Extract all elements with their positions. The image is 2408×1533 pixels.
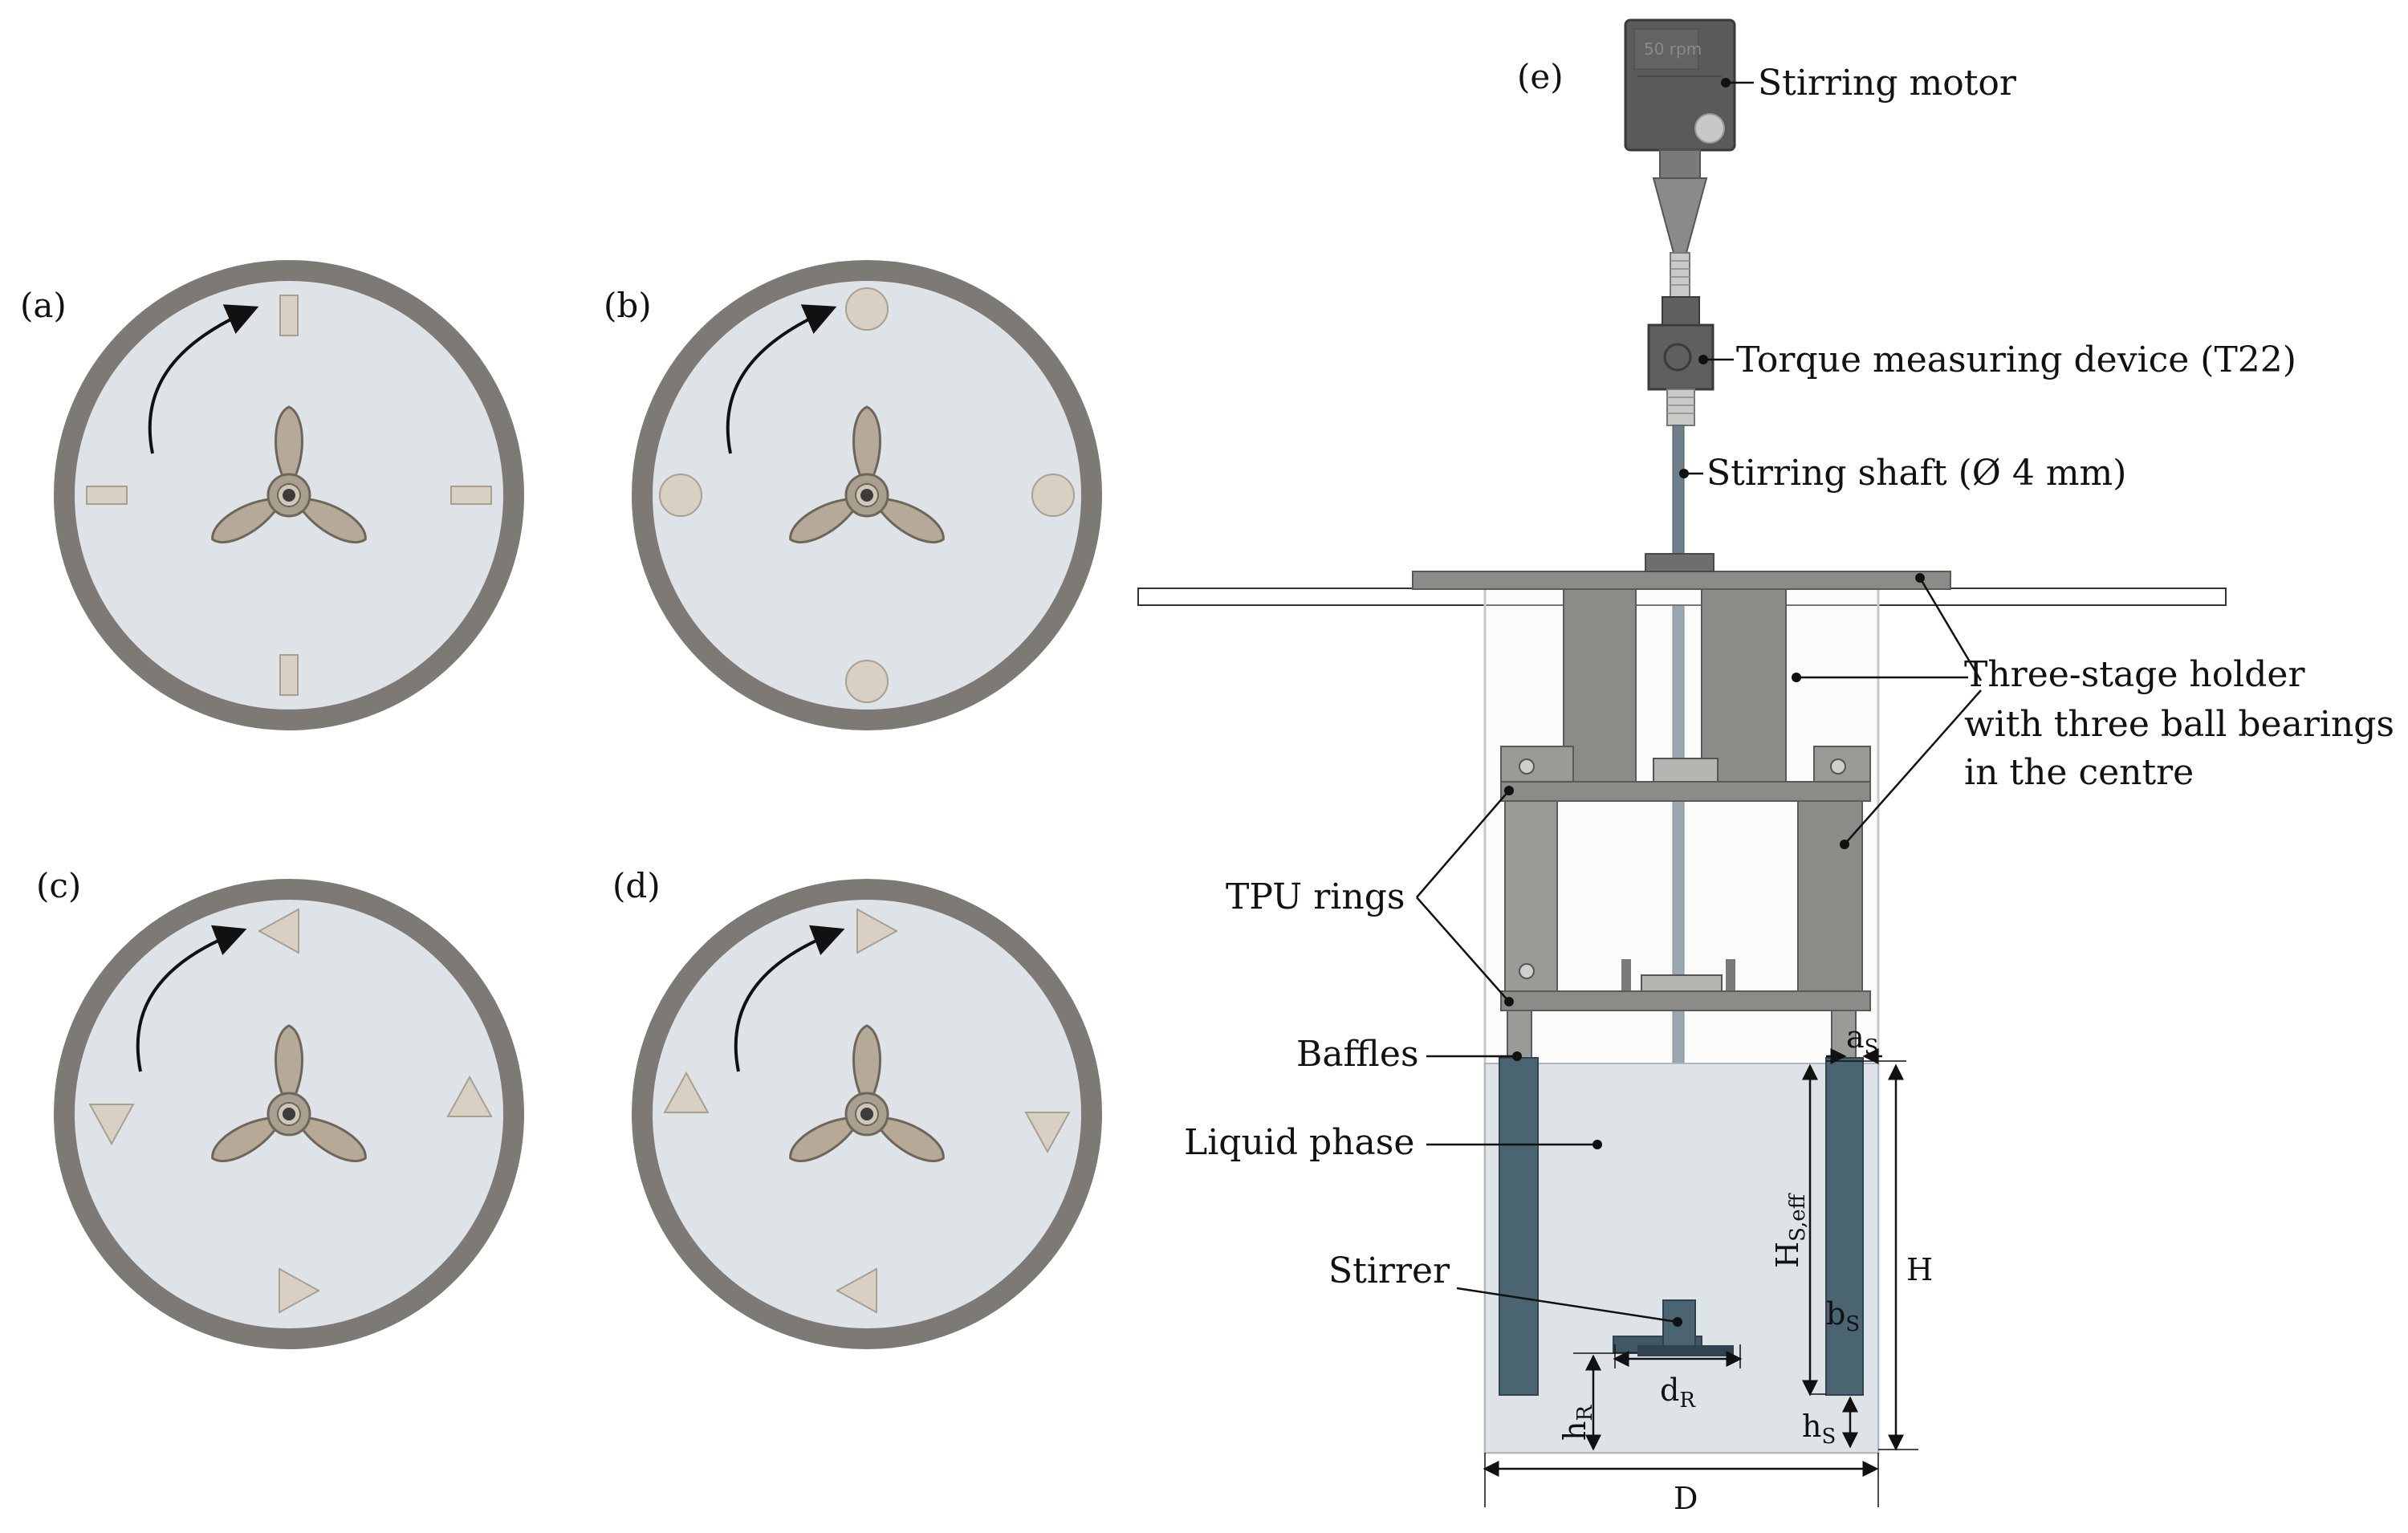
label-holder-line2: with three ball bearings [1964,704,2394,745]
dimension-lines [1483,1048,1918,1507]
leader-lines [1416,81,1983,1324]
panel-label-a: (a) [20,286,67,325]
label-holder-line1: Three-stage holder [1964,654,2305,695]
baffle-d-left [663,1071,710,1113]
panel-a: (a) [20,260,524,730]
label-stirring-shaft: Stirring shaft (Ø 4 mm) [1706,453,2126,494]
motor-display: 50 rpm [1644,39,1702,59]
panel-label-d: (d) [612,866,661,905]
leader-dots [1504,78,1925,1327]
label-baffles: Baffles [1296,1034,1419,1075]
panel-label-e: (e) [1517,57,1564,96]
dim-h-s-eff: HS,eff [1770,1192,1810,1268]
stirrer [1613,1299,1734,1356]
baffle-c-top [257,908,299,954]
label-holder-line3: in the centre [1964,752,2194,793]
torque-measuring-device [1647,252,1714,426]
baffle-c-left [88,1104,135,1146]
panel-label-b: (b) [604,286,652,325]
panel-e: (e) 50 rpm [1137,18,2394,1516]
dim-b-s: bS [1826,1296,1860,1336]
label-torque-device: Torque measuring device (T22) [1736,340,2296,380]
panel-c: (c) [36,866,524,1349]
label-liquid-phase: Liquid phase [1184,1122,1414,1163]
baffle-d-right [1024,1112,1071,1154]
baffle-d-bottom [835,1267,877,1314]
baffle-a-top [279,295,299,336]
baffle-a-bottom [279,654,299,696]
rotation-arrow-d [734,925,845,1072]
baffle-side-left [1499,1057,1539,1396]
rotation-arrow-b [726,304,837,454]
dim-h-s: hS [1802,1409,1836,1449]
dim-d-r: dR [1660,1372,1696,1413]
rotation-arrow-c [136,925,247,1072]
label-stirring-motor: Stirring motor [1758,63,2017,104]
label-stirrer: Stirrer [1328,1250,1450,1291]
baffle-b-left [659,474,702,517]
panel-label-c: (c) [36,866,81,905]
label-tpu-rings: TPU rings [1226,876,1405,917]
baffle-b-top [845,287,889,331]
panel-b: (b) [604,260,1102,730]
baffle-b-right [1031,474,1075,517]
baffle-a-right [450,486,492,505]
dim-h-r: hR [1557,1405,1597,1441]
baffle-c-bottom [279,1267,321,1314]
panel-d: (d) [612,866,1102,1349]
dim-a-s: aS [1846,1019,1878,1059]
baffle-b-bottom [845,660,889,703]
baffle-side-right [1825,1057,1864,1396]
baffle-d-top [856,908,899,954]
baffle-a-left [86,486,128,505]
three-stage-holder [1412,553,1951,1064]
dim-D: D [1674,1481,1698,1516]
dim-H: H [1906,1252,1933,1287]
rotation-arrow-a [148,304,259,454]
baffle-c-right [446,1075,493,1117]
stirring-motor: 50 rpm [1624,18,1736,254]
